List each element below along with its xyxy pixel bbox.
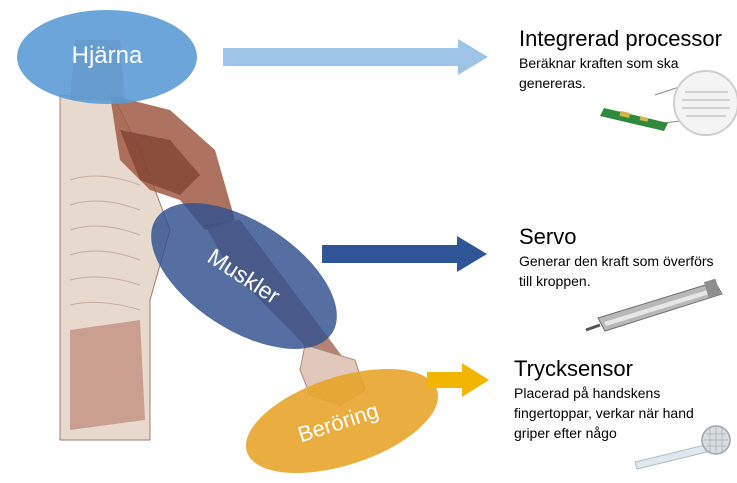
servo-title: Servo — [519, 224, 577, 249]
pressure-sensor-image — [634, 425, 731, 470]
circuit-board-image — [600, 70, 737, 136]
brain-ellipse — [17, 10, 197, 104]
touch-arrow — [427, 363, 489, 397]
pressure-sensor-description-line: griper efter någo — [514, 425, 617, 441]
servo-actuator-image — [585, 278, 723, 332]
muscles-arrow — [322, 236, 487, 272]
processor-description-line: genereras. — [519, 75, 586, 91]
brain-arrow — [223, 39, 488, 75]
touch-ellipse — [245, 368, 439, 474]
pressure-sensor-description-line: fingertoppar, verkar när hand — [514, 405, 694, 421]
processor-description-line: Beräknar kraften som ska — [519, 55, 679, 71]
processor-title: Integrerad processor — [519, 26, 722, 51]
servo-description: Generar den kraft som överförs till krop… — [519, 251, 714, 291]
muscles-ellipse — [151, 203, 337, 349]
pressure-sensor-description-line: Placerad på handskens — [514, 385, 661, 401]
pressure-sensor-description: Placerad på handskens fingertoppar, verk… — [514, 383, 694, 443]
servo-description-line: Generar den kraft som överförs — [519, 253, 714, 269]
servo-description-line: till kroppen. — [519, 273, 591, 289]
processor-description: Beräknar kraften som ska genereras. — [519, 53, 679, 93]
pressure-sensor-title: Trycksensor — [514, 356, 633, 381]
brain-label: Hjärna — [72, 42, 143, 69]
